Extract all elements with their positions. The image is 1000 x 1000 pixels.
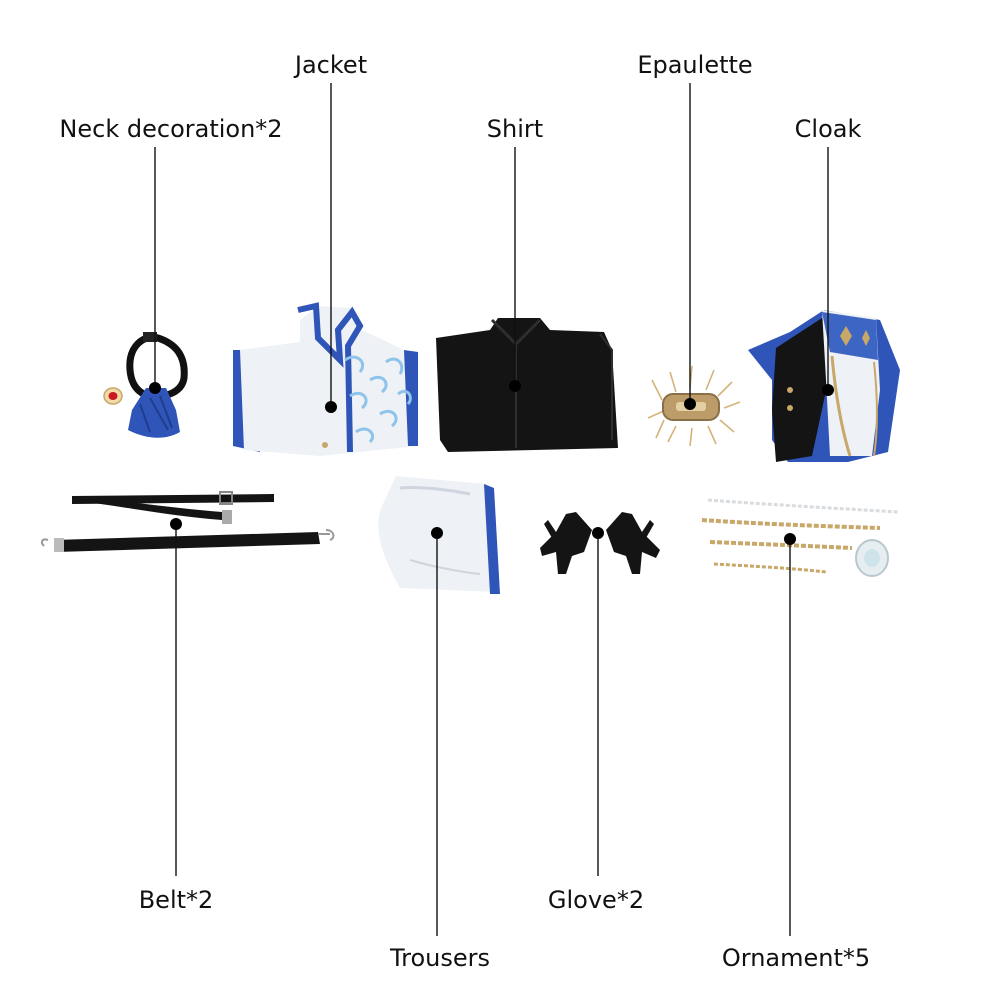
- label-belt: Belt*2: [138, 886, 214, 914]
- label-shirt: Shirt: [486, 115, 544, 143]
- marker-jacket: [325, 401, 337, 413]
- label-cloak: Cloak: [794, 115, 862, 143]
- marker-glove: [592, 527, 604, 539]
- shirt-illustration: [436, 318, 618, 452]
- label-trousers: Trousers: [389, 944, 491, 972]
- label-jacket: Jacket: [294, 51, 368, 79]
- marker-cloak: [822, 384, 834, 396]
- marker-belt: [170, 518, 182, 530]
- leader-lines: [149, 83, 834, 936]
- neck-decoration-illustration: [103, 332, 188, 438]
- ornaments-illustration: [701, 498, 899, 577]
- marker-epaulette: [684, 398, 696, 410]
- marker-ornament: [784, 533, 796, 545]
- epaulette-illustration: [647, 365, 741, 447]
- belt-illustration: [40, 491, 335, 552]
- marker-trousers: [431, 527, 443, 539]
- marker-shirt: [509, 380, 521, 392]
- label-neck-decoration: Neck decoration*2: [59, 115, 283, 143]
- marker-neck-decoration: [149, 382, 161, 394]
- label-ornament: Ornament*5: [721, 944, 871, 972]
- label-glove: Glove*2: [547, 886, 645, 914]
- label-epaulette: Epaulette: [637, 51, 753, 79]
- gloves-illustration: [540, 512, 660, 574]
- jacket-illustration: [233, 302, 418, 456]
